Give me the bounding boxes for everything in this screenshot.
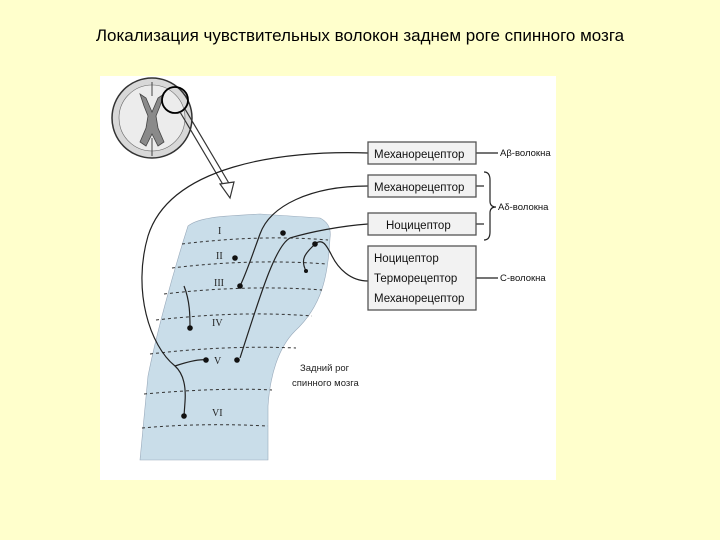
dorsal-horn-diagram: I II III IV V VI Задний рог спинного моз… (111, 77, 551, 461)
receptor-mechanoreceptor-2: Механорецептор (374, 182, 464, 194)
nerve-fibers (141, 152, 498, 417)
arrow-head (218, 181, 235, 200)
receptor-nociceptor-2: Ноцицептор (374, 253, 439, 265)
receptor-thermoreceptor: Терморецептор (374, 273, 457, 285)
lamina-label-iii: III (214, 278, 224, 289)
horn-label-line2: спинного мозга (292, 378, 359, 389)
lamina-label-i: I (218, 226, 221, 237)
lamina-label-vi: VI (212, 408, 223, 419)
lamina-label-iv: IV (212, 318, 223, 329)
receptor-nociceptor-1: Ноцицептор (386, 220, 451, 232)
figure-panel: I II III IV V VI Задний рог спинного моз… (100, 76, 556, 480)
fiber-label-a-delta: Aδ-волокна (498, 202, 549, 213)
highlight-circle (161, 86, 189, 114)
receptor-mechanoreceptor-1: Механорецептор (374, 149, 464, 161)
receptor-mechanoreceptor-3: Механорецептор (374, 293, 464, 305)
neuron-dots (181, 230, 318, 419)
fiber-label-a-beta: Aβ-волокна (500, 148, 551, 159)
spinal-cord-cross-section (111, 77, 235, 200)
slide-title: Локализация чувствительных волокон задне… (95, 26, 625, 45)
horn-label-line1: Задний рог (300, 363, 350, 374)
receptor-boxes (367, 141, 477, 311)
lamina-label-v: V (214, 356, 222, 367)
dorsal-horn-shape (139, 213, 331, 461)
lamina-boundaries (141, 237, 329, 429)
fiber-label-c: C-волокна (500, 273, 546, 284)
lamina-label-ii: II (216, 251, 223, 262)
